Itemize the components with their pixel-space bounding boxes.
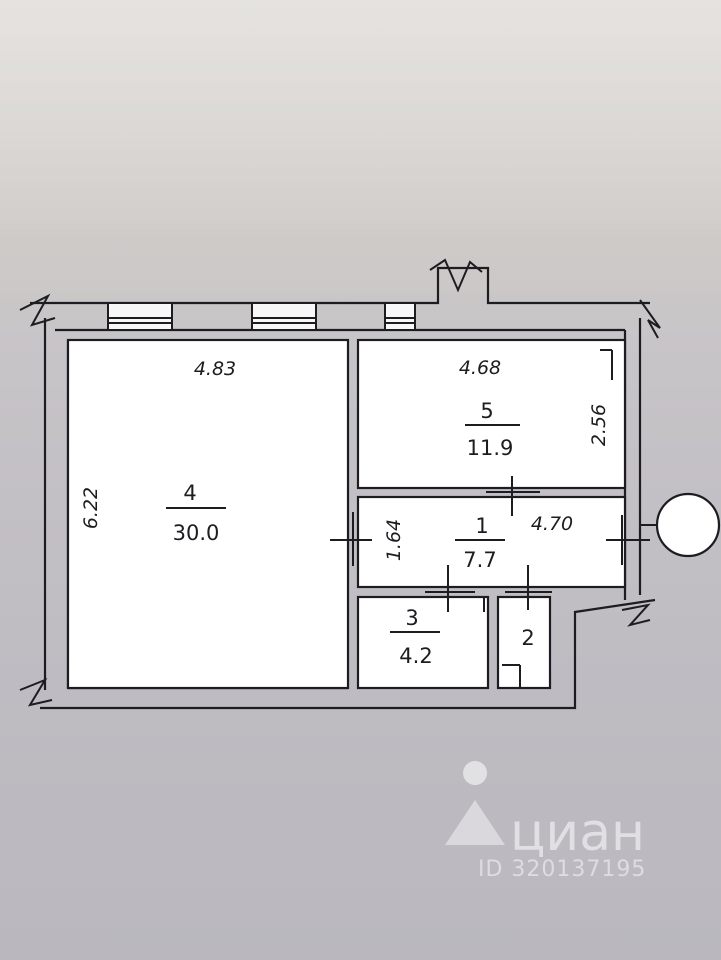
room-4-area: 30.0 [173,521,220,545]
room-4-width: 4.83 [194,358,236,380]
room-1-area: 7.7 [463,548,496,572]
watermark-brand: циан [510,803,645,863]
room-1-width: 4.70 [531,513,573,535]
room-5 [356,338,627,490]
room-2-number: 2 [521,626,534,650]
room-3-number: 3 [405,606,418,630]
round-column [655,492,721,558]
rooms [66,338,627,690]
cian-watermark: циан ID 320137195 [445,761,646,882]
doors [330,349,650,688]
wall-break-symbols [19,258,661,707]
watermark-id: ID 320137195 [478,857,646,882]
room-2 [496,595,552,690]
room-4-number: 4 [183,481,196,505]
room-5-area: 11.9 [467,436,514,460]
windows [107,302,416,331]
room-3 [356,595,490,690]
location-pin-icon [445,761,505,845]
room-5-length: 2.56 [588,404,610,446]
room-5-width: 4.68 [459,357,501,379]
room-5-number: 5 [480,399,493,423]
photo-background [0,0,721,230]
room-1-length: 1.64 [383,519,405,561]
area-fraction-lines [166,424,520,633]
room-4-length: 6.22 [80,487,102,529]
room-3-area: 4.2 [399,644,432,668]
room-1 [356,495,627,589]
room-4 [66,338,350,690]
room-1-number: 1 [475,514,488,538]
